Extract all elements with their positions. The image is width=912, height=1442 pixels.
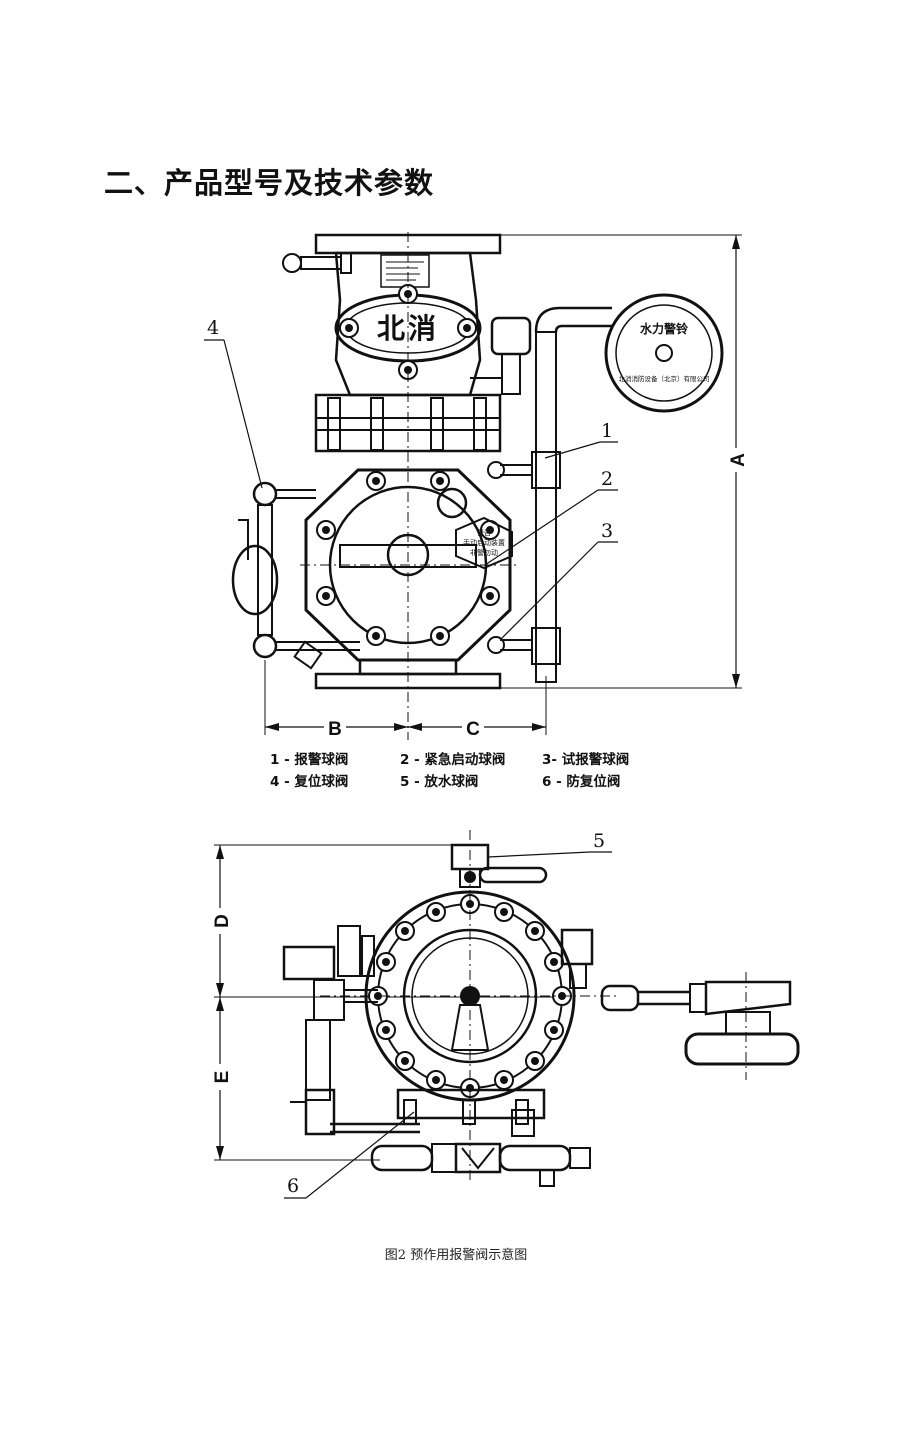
svg-text:C: C <box>466 719 480 740</box>
legend-item-6: 6 - 防复位阀 <box>542 774 621 790</box>
svg-text:A: A <box>728 453 749 467</box>
svg-text:B: B <box>328 719 342 740</box>
alarm-trim <box>470 306 612 683</box>
nameplate-small <box>380 254 430 288</box>
flange-bolts <box>327 397 487 451</box>
svg-text:手动启动装置: 手动启动装置 <box>463 538 505 547</box>
legend-item-4: 4 - 复位球阀 <box>270 774 349 790</box>
dim-A: A <box>500 234 749 689</box>
middle-flange <box>314 393 502 453</box>
svg-text:E: E <box>212 1071 233 1084</box>
legend-item-2: 2 - 紧急启动球阀 <box>400 752 506 768</box>
callouts-front: 1 2 3 4 <box>204 317 618 641</box>
dim-DE: D E <box>212 844 560 1161</box>
handle-plate <box>455 516 513 570</box>
main-body <box>304 468 512 662</box>
side-gong <box>684 1032 800 1066</box>
svg-text:警告: 警告 <box>477 528 491 537</box>
figure-caption: 图2 预作用报警阀示意图 <box>384 1248 528 1263</box>
side-bottom-trim <box>370 1109 591 1187</box>
side-right-trim <box>560 928 800 1080</box>
svg-text:D: D <box>212 914 233 928</box>
svg-text:水力警铃: 水力警铃 <box>640 321 689 336</box>
reset-trim <box>231 481 360 670</box>
legend-item-5: 5 - 放水球阀 <box>400 774 479 790</box>
water-gong: 水力警铃 北消消防设备（北京）有限公司 <box>604 293 724 413</box>
svg-text:6: 6 <box>287 1175 299 1197</box>
svg-text:2: 2 <box>601 468 613 490</box>
svg-text:4: 4 <box>207 317 219 339</box>
dim-BC: B C <box>264 660 547 740</box>
svg-text:1: 1 <box>601 420 613 442</box>
drain-port-icon <box>436 487 468 519</box>
svg-text:5: 5 <box>593 830 605 852</box>
svg-text:非警勿动: 非警勿动 <box>470 548 498 557</box>
section-heading: 二、产品型号及技术参数 <box>104 166 435 200</box>
front-view: 北消 警告 手动启动装置 非警勿动 <box>204 232 749 740</box>
legend-item-1: 1 - 报警球阀 <box>270 752 349 768</box>
callouts-side: 5 6 <box>284 830 612 1199</box>
side-view: D E <box>212 830 800 1199</box>
pressure-gauge-icon <box>282 253 302 273</box>
side-left-trim <box>282 925 420 1136</box>
svg-text:北消消防设备（北京）有限公司: 北消消防设备（北京）有限公司 <box>619 374 710 383</box>
svg-text:3: 3 <box>601 520 613 542</box>
drain-handle <box>478 866 548 884</box>
legend-item-3: 3- 试报警球阀 <box>542 752 630 768</box>
logo-text: 北消 <box>377 312 439 345</box>
